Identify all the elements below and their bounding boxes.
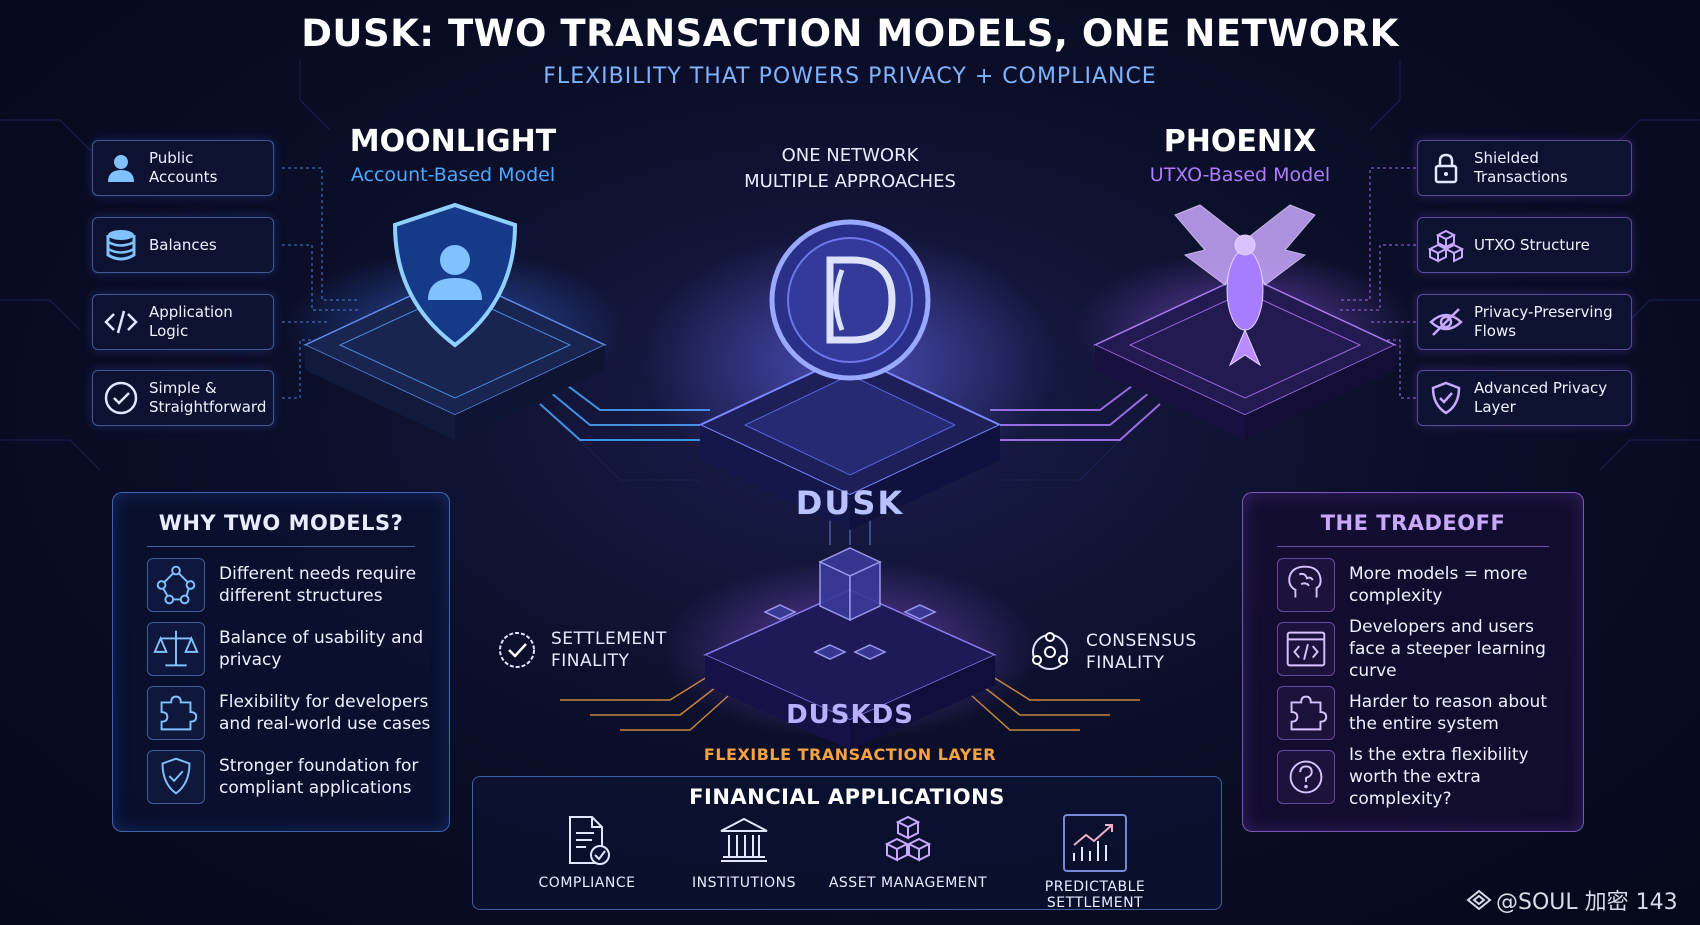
- network-icon: [147, 558, 205, 612]
- lock-icon: [1434, 153, 1458, 184]
- panel-title: WHY TWO MODELS?: [158, 511, 404, 535]
- center-label-line2: MULTIPLE APPROACHES: [744, 171, 956, 192]
- cubes-icon: [884, 815, 932, 862]
- center-label-line1: ONE NETWORK: [781, 145, 919, 166]
- phoenix-feature-utxo: UTXO Structure: [1417, 217, 1632, 273]
- tradeoff-item-label: Harder to reason about the entire system: [1349, 692, 1547, 734]
- puzzle-icon: [1277, 686, 1335, 740]
- tradeoff-item: Is the extra flexibility worth the extra…: [1277, 745, 1567, 809]
- why-item: Stronger foundation for compliant applic…: [147, 749, 437, 805]
- check-timer-icon: [499, 632, 535, 668]
- feature-label: Simple & Straightforward: [149, 379, 267, 416]
- financial-item-label: INSTITUTIONS: [691, 875, 797, 891]
- feature-label: Advanced Privacy Layer: [1474, 379, 1608, 416]
- phoenix-feature-shielded: Shielded Transactions: [1417, 140, 1632, 196]
- watermark-text: @SOUL 加密 143: [1496, 890, 1678, 915]
- user-icon: [108, 155, 134, 182]
- why-two-models-panel: WHY TWO MODELS? Different needs require …: [112, 492, 450, 832]
- moonlight-feature-public-accounts: Public Accounts: [92, 140, 274, 196]
- document-check-icon: [569, 816, 610, 865]
- why-item: Flexibility for developers and real-worl…: [147, 685, 437, 741]
- scales-icon: [147, 622, 205, 676]
- phoenix-subtitle: UTXO-Based Model: [1149, 164, 1331, 186]
- code-icon: [104, 310, 138, 334]
- dusk-platform-label: DUSK: [795, 484, 905, 522]
- database-icon: [106, 230, 136, 261]
- moonlight-subtitle: Account-Based Model: [350, 164, 556, 186]
- question-icon: [1277, 750, 1335, 804]
- moonlight-title: MOONLIGHT: [349, 124, 557, 159]
- watermark: @SOUL 加密 143: [1466, 884, 1678, 916]
- feature-label: Shielded Transactions: [1474, 149, 1568, 186]
- phoenix-feature-advanced-privacy: Advanced Privacy Layer: [1417, 370, 1632, 426]
- tradeoff-item-label: More models = more complexity: [1349, 564, 1528, 606]
- brain-icon: [1277, 558, 1335, 612]
- moonlight-feature-application-logic: Application Logic: [92, 294, 274, 350]
- consensus-finality-label: CONSENSUS FINALITY: [1086, 631, 1197, 673]
- why-item-label: Different needs require different struct…: [219, 564, 417, 606]
- bank-icon: [720, 817, 768, 862]
- phoenix-feature-privacy-flows: Privacy-Preserving Flows: [1417, 294, 1632, 350]
- financial-item-label: PREDICTABLE SETTLEMENT: [1044, 879, 1146, 911]
- financial-item-compliance: COMPLIANCE: [497, 813, 677, 903]
- moonlight-feature-balances: Balances: [92, 217, 274, 273]
- why-item-label: Flexibility for developers and real-worl…: [219, 692, 431, 734]
- growth-chart-icon: [1063, 814, 1127, 872]
- phoenix-title: PHOENIX: [1163, 124, 1317, 159]
- financial-item-asset-management: ASSET MANAGEMENT: [818, 813, 998, 903]
- feature-label: Balances: [149, 235, 217, 254]
- consensus-network-icon: [1032, 632, 1068, 670]
- moonlight-feature-simple: Simple & Straightforward: [92, 370, 274, 426]
- financial-title: FINANCIAL APPLICATIONS: [689, 785, 1005, 809]
- financial-item-label: ASSET MANAGEMENT: [828, 875, 988, 891]
- tradeoff-item: More models = more complexity: [1277, 557, 1567, 613]
- feature-label: Public Accounts: [149, 149, 218, 186]
- tradeoff-item-label: Developers and users face a steeper lear…: [1349, 617, 1546, 681]
- panel-title: THE TRADEOFF: [1320, 511, 1506, 535]
- divider: [147, 546, 415, 547]
- settlement-finality: SETTLEMENT FINALITY: [495, 628, 667, 672]
- eye-slash-icon: [1429, 308, 1463, 336]
- financial-applications-panel: FINANCIAL APPLICATIONS COMPLIANCE INSTIT…: [472, 776, 1222, 911]
- flexible-transaction-layer-label: FLEXIBLE TRANSACTION LAYER: [703, 745, 997, 764]
- feature-label: UTXO Structure: [1474, 235, 1590, 254]
- financial-item-predictable-settlement: PREDICTABLE SETTLEMENT: [1005, 813, 1185, 911]
- feature-label: Application Logic: [149, 303, 233, 340]
- why-item-label: Balance of usability and privacy: [219, 628, 424, 670]
- puzzle-icon: [147, 686, 205, 740]
- financial-item-label: COMPLIANCE: [538, 875, 636, 891]
- settlement-finality-label: SETTLEMENT FINALITY: [551, 629, 667, 671]
- duskds-platform-label: DUSKDS: [786, 700, 914, 730]
- tradeoff-panel: THE TRADEOFF More models = more complexi…: [1242, 492, 1584, 832]
- shield-check-icon: [147, 750, 205, 804]
- feature-label: Privacy-Preserving Flows: [1474, 303, 1613, 340]
- diamond-logo-icon: [1466, 889, 1492, 911]
- page-title: DUSK: TWO TRANSACTION MODELS, ONE NETWOR…: [301, 12, 1399, 55]
- tradeoff-item: Harder to reason about the entire system: [1277, 685, 1567, 741]
- consensus-finality: CONSENSUS FINALITY: [1026, 628, 1196, 676]
- divider: [1277, 546, 1549, 547]
- center-label: ONE NETWORK MULTIPLE APPROACHES: [700, 143, 1000, 195]
- block-cubes-icon: [763, 547, 937, 660]
- page-subtitle: FLEXIBILITY THAT POWERS PRIVACY + COMPLI…: [543, 64, 1157, 89]
- phoenix-bird-icon: [1174, 204, 1316, 367]
- why-item-label: Stronger foundation for compliant applic…: [219, 756, 419, 798]
- tradeoff-item-label: Is the extra flexibility worth the extra…: [1349, 745, 1529, 809]
- tradeoff-item: Developers and users face a steeper lear…: [1277, 617, 1567, 681]
- check-circle-icon: [104, 381, 138, 415]
- shield-check-icon: [1431, 381, 1461, 415]
- why-item: Balance of usability and privacy: [147, 621, 437, 677]
- code-window-icon: [1277, 622, 1335, 676]
- cubes-icon: [1428, 229, 1464, 263]
- financial-item-institutions: INSTITUTIONS: [654, 813, 834, 903]
- why-item: Different needs require different struct…: [147, 557, 437, 613]
